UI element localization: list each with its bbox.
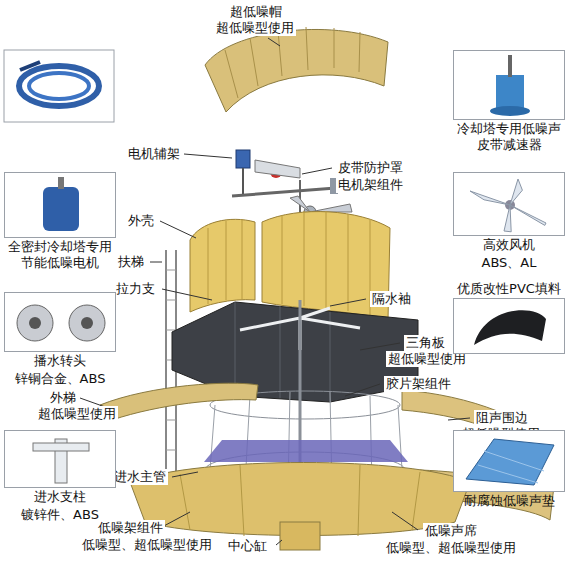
part-label: 阻声围边 <box>474 410 530 426</box>
photo-caption: 锌铜合金、ABS <box>4 370 116 388</box>
photo-picture <box>454 173 566 237</box>
photo-picture <box>5 293 117 353</box>
photo-caption: 进水支柱 <box>4 488 116 506</box>
part-label: 超低噪型使用 <box>214 20 296 36</box>
part-label: 低噪型、超低噪型使用 <box>384 540 518 556</box>
photo-frame <box>453 430 565 492</box>
product-photo-box: 全密封冷却塔专用节能低噪电机 <box>4 172 116 272</box>
part-label: 隔水袖 <box>370 291 413 307</box>
part-label: 进水主管 <box>112 469 168 485</box>
part-label: 超低噪型使用 <box>36 406 118 422</box>
photo-caption: 高效风机 <box>453 236 565 254</box>
photo-picture <box>5 431 117 489</box>
part-label: 电机架组件 <box>336 177 405 193</box>
part-label: 胶片架组件 <box>384 376 453 392</box>
product-photo-box: 优质改性PVC填料 <box>453 280 565 354</box>
product-photo-box: 进水支柱镀锌件、ABS <box>4 430 116 524</box>
product-photo-box: 高效风机ABS、AL <box>453 172 565 272</box>
product-photo-box: 耐腐蚀低噪声垫 <box>453 430 565 510</box>
part-label: 低噪型、超低噪型使用 <box>80 537 214 553</box>
photo-caption: 优质改性PVC填料 <box>453 280 565 298</box>
part-label: 超低噪帽 <box>228 4 284 20</box>
photo-frame <box>4 292 116 352</box>
photo-caption: 镀锌件、ABS <box>4 506 116 524</box>
part-label: 拉力支 <box>114 281 157 297</box>
part-label: 低噪声席 <box>423 523 479 539</box>
photo-picture <box>454 51 566 121</box>
part-label: 皮带防护罩 <box>336 160 405 176</box>
photo-picture <box>454 299 566 355</box>
photo-frame <box>4 430 116 488</box>
part-label: 低噪架组件 <box>96 520 165 536</box>
product-photo-box: 播水转头锌铜合金、ABS <box>4 292 116 388</box>
photo-frame <box>4 172 116 238</box>
part-label: 中心缸 <box>226 538 269 554</box>
photo-caption: 全密封冷却塔专用节能低噪电机 <box>4 238 116 272</box>
photo-caption: 冷却塔专用低噪声皮带减速器 <box>453 120 565 154</box>
part-label: 外梯 <box>48 390 78 406</box>
photo-caption: 播水转头 <box>4 352 116 370</box>
photo-frame <box>453 50 565 120</box>
photo-caption: ABS、AL <box>453 254 565 272</box>
photo-picture <box>454 431 566 493</box>
part-label: 外壳 <box>126 213 156 229</box>
photo-caption: 耐腐蚀低噪声垫 <box>453 492 565 510</box>
part-label: 三角板 <box>404 335 447 351</box>
part-label: 扶梯 <box>116 254 146 270</box>
photo-picture <box>5 173 117 239</box>
photo-frame <box>453 172 565 236</box>
part-label: 电机辅架 <box>126 146 182 162</box>
product-photo-box: 冷却塔专用低噪声皮带减速器 <box>453 50 565 154</box>
photo-frame <box>453 298 565 354</box>
